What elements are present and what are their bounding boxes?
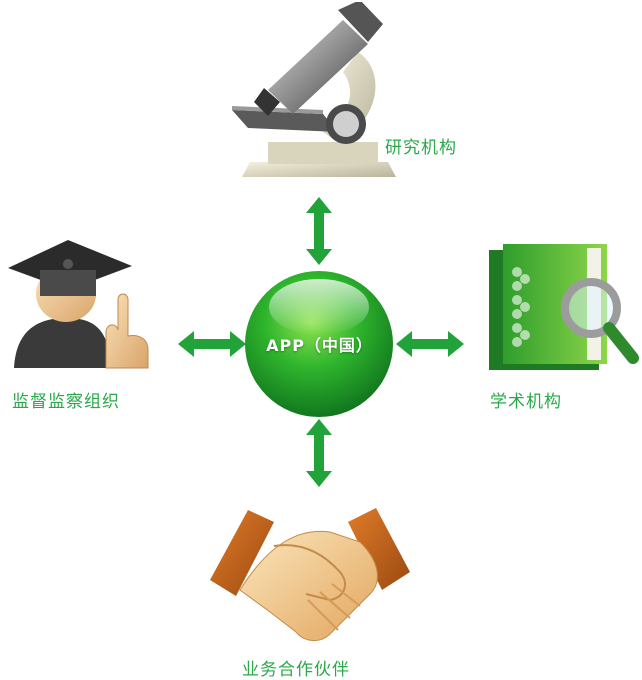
arrow-top (306, 197, 332, 265)
book-magnifier-icon (489, 244, 639, 370)
arrow-right (396, 331, 464, 357)
node-label-academic: 学术机构 (490, 392, 562, 412)
node-label-regulators: 监督监察组织 (12, 392, 120, 412)
handshake-icon (210, 508, 410, 641)
hub-sphere-icon (245, 271, 393, 417)
node-label-research: 研究机构 (385, 138, 457, 158)
microscope-icon (232, 2, 396, 177)
graduate-pointing-icon (8, 240, 149, 369)
center-hub-label: APP（中国） (266, 336, 373, 355)
node-label-partners: 业务合作伙伴 (242, 660, 350, 680)
arrow-bottom (306, 419, 332, 487)
center-hub: APP（中国） (243, 269, 396, 419)
arrow-left (178, 331, 246, 357)
